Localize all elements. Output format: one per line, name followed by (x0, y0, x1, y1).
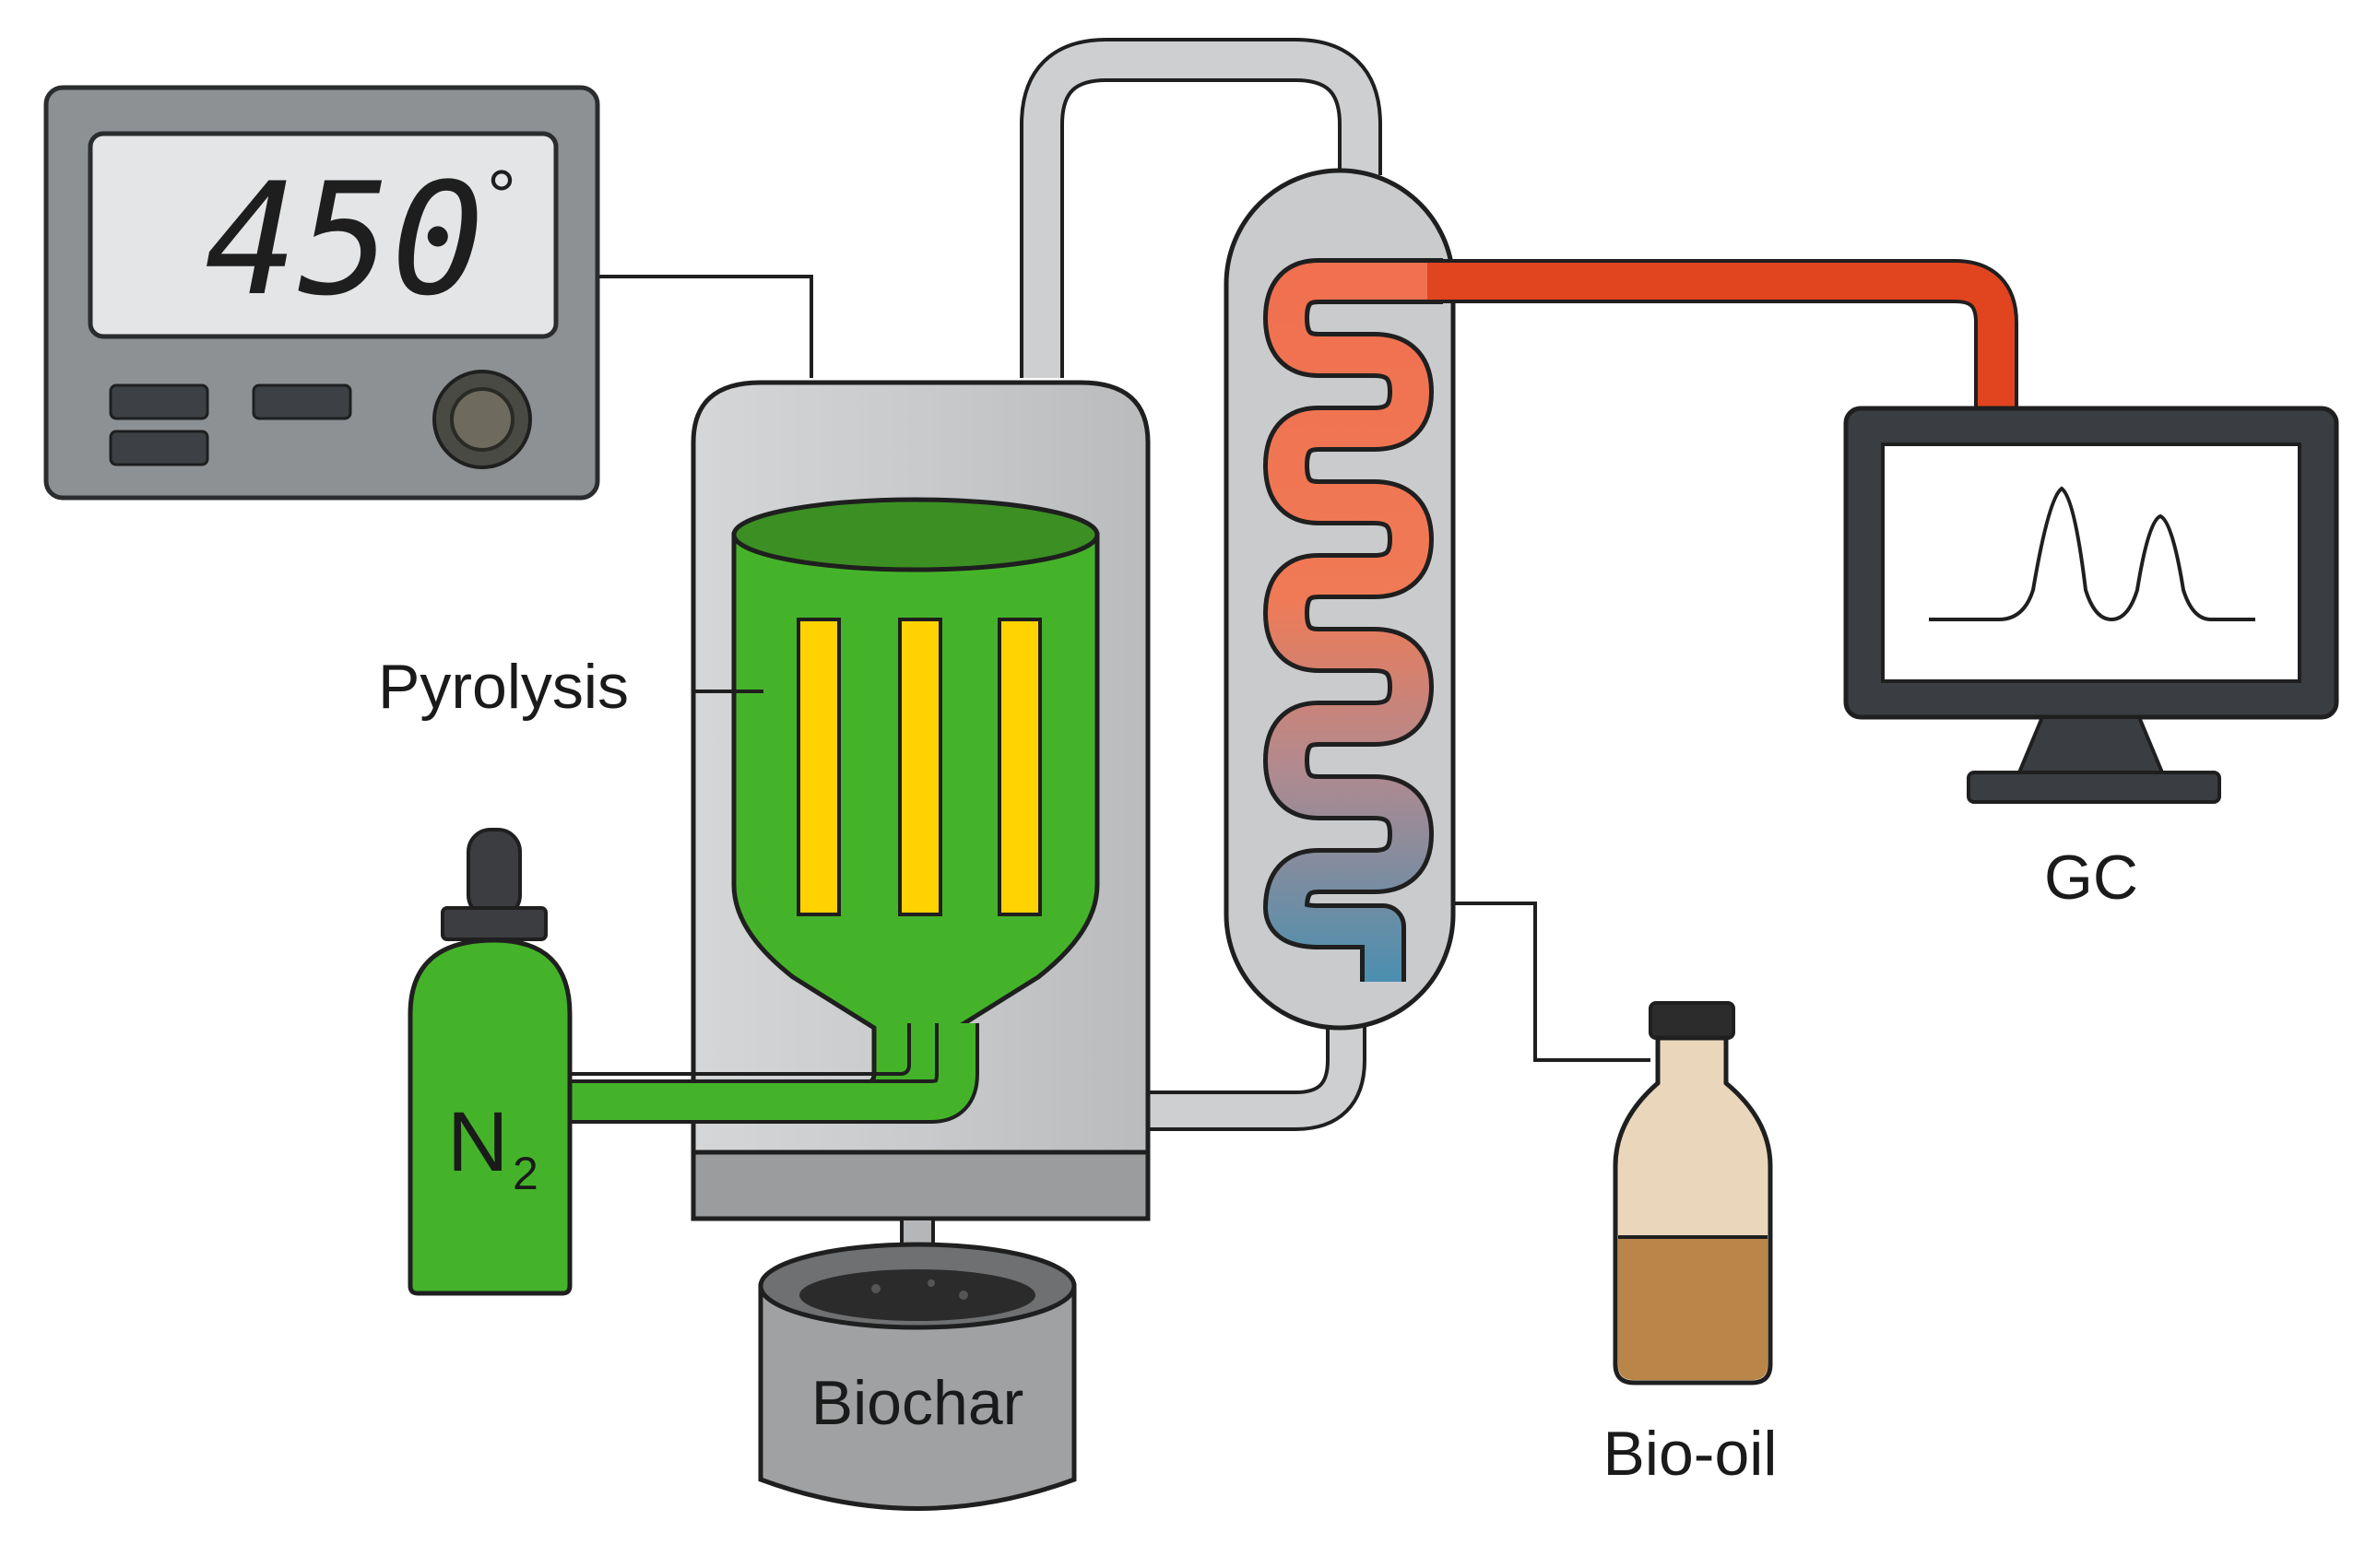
temperature-unit: ° (487, 155, 516, 237)
gc-label: GC (2044, 843, 2138, 913)
gas-label: N (447, 1095, 508, 1189)
chromatogram-trace (1929, 486, 2255, 622)
controller-button-3[interactable] (252, 383, 352, 420)
monitor-icon: GC (1843, 406, 2339, 913)
reactor-label: Pyrolysis (378, 652, 629, 722)
reactor-vessel (731, 497, 1100, 1086)
temperature-display: 450 (205, 149, 484, 330)
bottle-icon: Bio-oil (1603, 1001, 1778, 1489)
heating-element-3 (998, 618, 1042, 916)
gas-cylinder-icon: N 2 (408, 828, 573, 1296)
gas-label-subscript: 2 (513, 1148, 538, 1199)
temperature-controller-icon: 450 ° (43, 85, 600, 501)
gas-line-to-gc (1427, 259, 2018, 415)
biochar-label: Biochar (811, 1368, 1024, 1438)
bio-oil-label: Bio-oil (1603, 1419, 1778, 1489)
heating-element-1 (797, 618, 841, 916)
bio-oil-fill (1618, 1237, 1768, 1380)
condensate-line (1453, 902, 1650, 1062)
signal-wire (597, 275, 813, 378)
controller-button-2[interactable] (109, 430, 209, 466)
heating-element-2 (898, 618, 942, 916)
controller-button-1[interactable] (109, 383, 209, 420)
biochar-container: Biochar (758, 1242, 1077, 1511)
condenser (1224, 168, 1456, 1031)
controller-knob[interactable] (432, 370, 532, 469)
